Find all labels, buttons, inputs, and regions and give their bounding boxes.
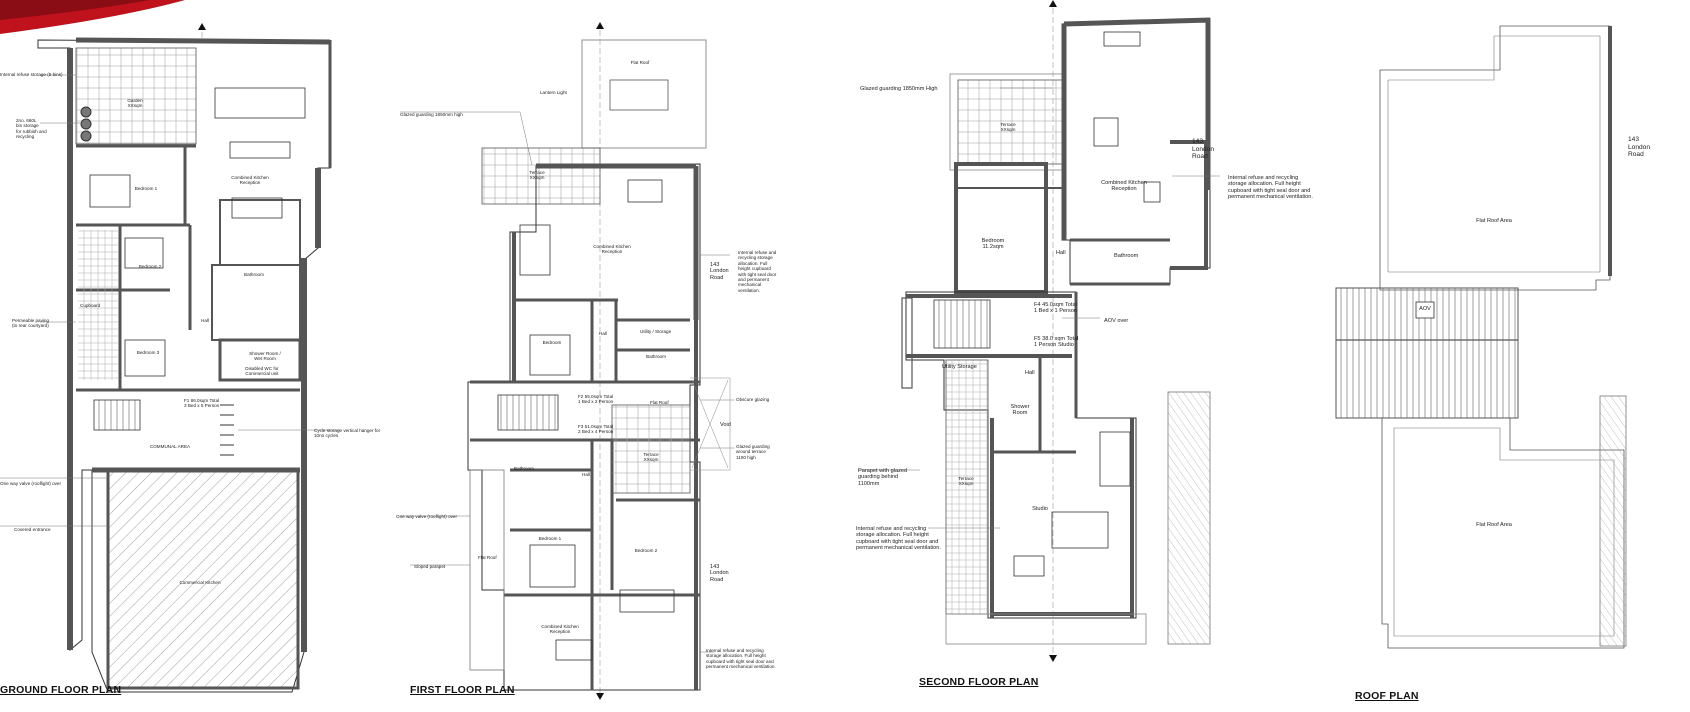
ff-kitchen-top: Combined Kitchen Reception: [593, 244, 631, 255]
ff-flatroof-low: Flat Roof: [478, 555, 497, 560]
ff-guarding-note: Glazed guarding 1850mm high: [400, 112, 463, 117]
roof-title: ROOF PLAN: [1355, 690, 1419, 702]
gf-refuse-note: Internal refuse storage (5 bins): [0, 72, 63, 77]
sf-refuse2-note: Internal refuse and recycling storage al…: [856, 526, 941, 552]
ff-refuse-note: Internal refuse and recycling storage al…: [738, 250, 777, 293]
ff-kitchen-low: Combined Kitchen Reception: [541, 624, 579, 635]
ff-road-low: 143 London Road: [710, 564, 729, 583]
ff-flatroof-top: Flat Roof: [630, 60, 650, 65]
sf-unit-b: F5 38.0 sqm Total 1 Person Studio: [1034, 336, 1079, 349]
gf-garden-label: Garden XXsqm: [127, 98, 143, 109]
gf-commercial-label: Commercial Kitchen: [179, 580, 221, 585]
gf-communal-label: COMMUNAL AREA: [149, 444, 191, 449]
gf-covered-note: Covered entrance: [14, 527, 51, 532]
ff-bedroom-label: Bedroom: [542, 340, 562, 345]
first-floor-plan: [400, 22, 734, 700]
ff-glazed-terrace: Glazed guarding around terrace 1100 high: [736, 444, 770, 460]
ff-flatroof-mid: Flat Roof: [650, 400, 669, 405]
ff-refuse-low: Internal refuse and recycling storage al…: [706, 648, 776, 670]
ff-terrace-top: Terrace XXsqm: [529, 170, 545, 181]
gf-bedroom1-label: Bedroom 1: [134, 186, 158, 191]
sf-bathroom-label: Bathroom: [1114, 253, 1139, 259]
sf-guarding-note: Glazed guarding 1850mm High: [860, 86, 938, 92]
sf-terrace-label: Terrace XXsqm: [1000, 122, 1016, 133]
sf-parapet-note: Parapet with glazed guarding behind 1100…: [858, 468, 908, 487]
ff-lantern-label: Lantern Light: [540, 90, 567, 95]
ff-bedroom2-label: Bedroom 2: [634, 548, 658, 553]
sf-kitchen-label: Combined Kitchen Reception: [1101, 180, 1147, 193]
roof-aov-label: AOV: [1419, 306, 1431, 312]
roof-flat-low: Flat Roof Area: [1476, 522, 1512, 528]
roof-plan: [1335, 25, 1627, 649]
ff-sloped-note: Sloped parapet: [414, 564, 446, 569]
sf-hall-label: Hall: [1056, 250, 1066, 256]
gf-unit-total: F1 86.0sqm Total 3 Bed x 5 Person: [184, 398, 220, 409]
sf-unit-a: F4 45.0sqm Total 1 Bed x 1 Person: [1034, 302, 1077, 315]
ff-bathroom-label: Bathroom: [646, 354, 666, 359]
ff-utility-label: Utility / Storage: [640, 329, 672, 334]
roof-flat-top: Flat Roof Area: [1476, 218, 1512, 224]
gf-paving-note: Permeable paving (to rear courtyard): [12, 318, 50, 329]
gf-shower-label: Shower Room / Wet Room: [249, 351, 281, 362]
ground-floor-title: GROUND FLOOR PLAN: [0, 684, 122, 696]
sf-aov-note: AOV over: [1104, 318, 1129, 324]
second-floor-title: SECOND FLOOR PLAN: [919, 676, 1039, 688]
gf-bathroom-label: Bathroom: [244, 272, 264, 277]
ff-hall-label: Hall: [599, 331, 607, 336]
ff-bedroom1-label: Bedroom 1: [538, 536, 562, 541]
ff-void-label: Void: [720, 422, 731, 428]
ff-obscure-note: Obscure glazing: [736, 397, 770, 402]
gf-cupboard-label: Cupboard: [80, 303, 101, 308]
gf-cycle-note: Cycle storage vertical hanger for 10no c…: [314, 428, 381, 439]
gf-bin-note: 2no. 660L bin storage for rubbish and re…: [16, 118, 47, 140]
roof-road-label: 143 London Road: [1628, 136, 1651, 159]
gf-kitchen-label: Combined Kitchen Reception: [231, 175, 269, 186]
gf-oneway-note: One way valve (rooflight) over: [0, 481, 62, 486]
sf-refuse-note: Internal refuse and recycling storage al…: [1228, 175, 1313, 201]
sf-hall2-label: Hall: [1025, 370, 1035, 376]
sf-utility-label: Utility Storage: [942, 364, 977, 370]
gf-dba-label: Disabled WC for Commercial unit: [245, 366, 279, 377]
ff-bathroom2-label: Bathroom: [514, 466, 534, 471]
ff-hall2-label: Hall: [582, 472, 590, 477]
ff-unit-b: F3 61.0sqm Total 2 Bed x 4 Person: [578, 424, 614, 435]
ff-unit-a: F2 55.0sqm Total 1 Bed x 2 Person: [578, 394, 614, 405]
sf-road-label: 143 London Road: [1192, 138, 1215, 161]
sf-shower-label: Shower Room: [1010, 404, 1030, 417]
ff-terrace-mid: Terrace XXsqm: [643, 452, 659, 463]
sf-bedroom-label: Bedroom 11.2sqm: [981, 238, 1005, 251]
ground-floor-plan: [0, 23, 340, 693]
ff-road-top: 143 London Road: [710, 262, 729, 281]
gf-bedroom2-label: Bedroom 2: [138, 264, 162, 269]
first-floor-title: FIRST FLOOR PLAN: [410, 684, 515, 696]
ff-oneway-note: One way valve (rooflight) over: [396, 514, 458, 519]
sf-terrace2-label: Terrace XXsqm: [958, 476, 974, 487]
sf-studio-label: Studio: [1032, 506, 1048, 512]
gf-hall-label: Hall: [201, 318, 209, 323]
second-floor-plan: [858, 0, 1220, 662]
gf-bedroom3-label: Bedroom 3: [136, 350, 160, 355]
